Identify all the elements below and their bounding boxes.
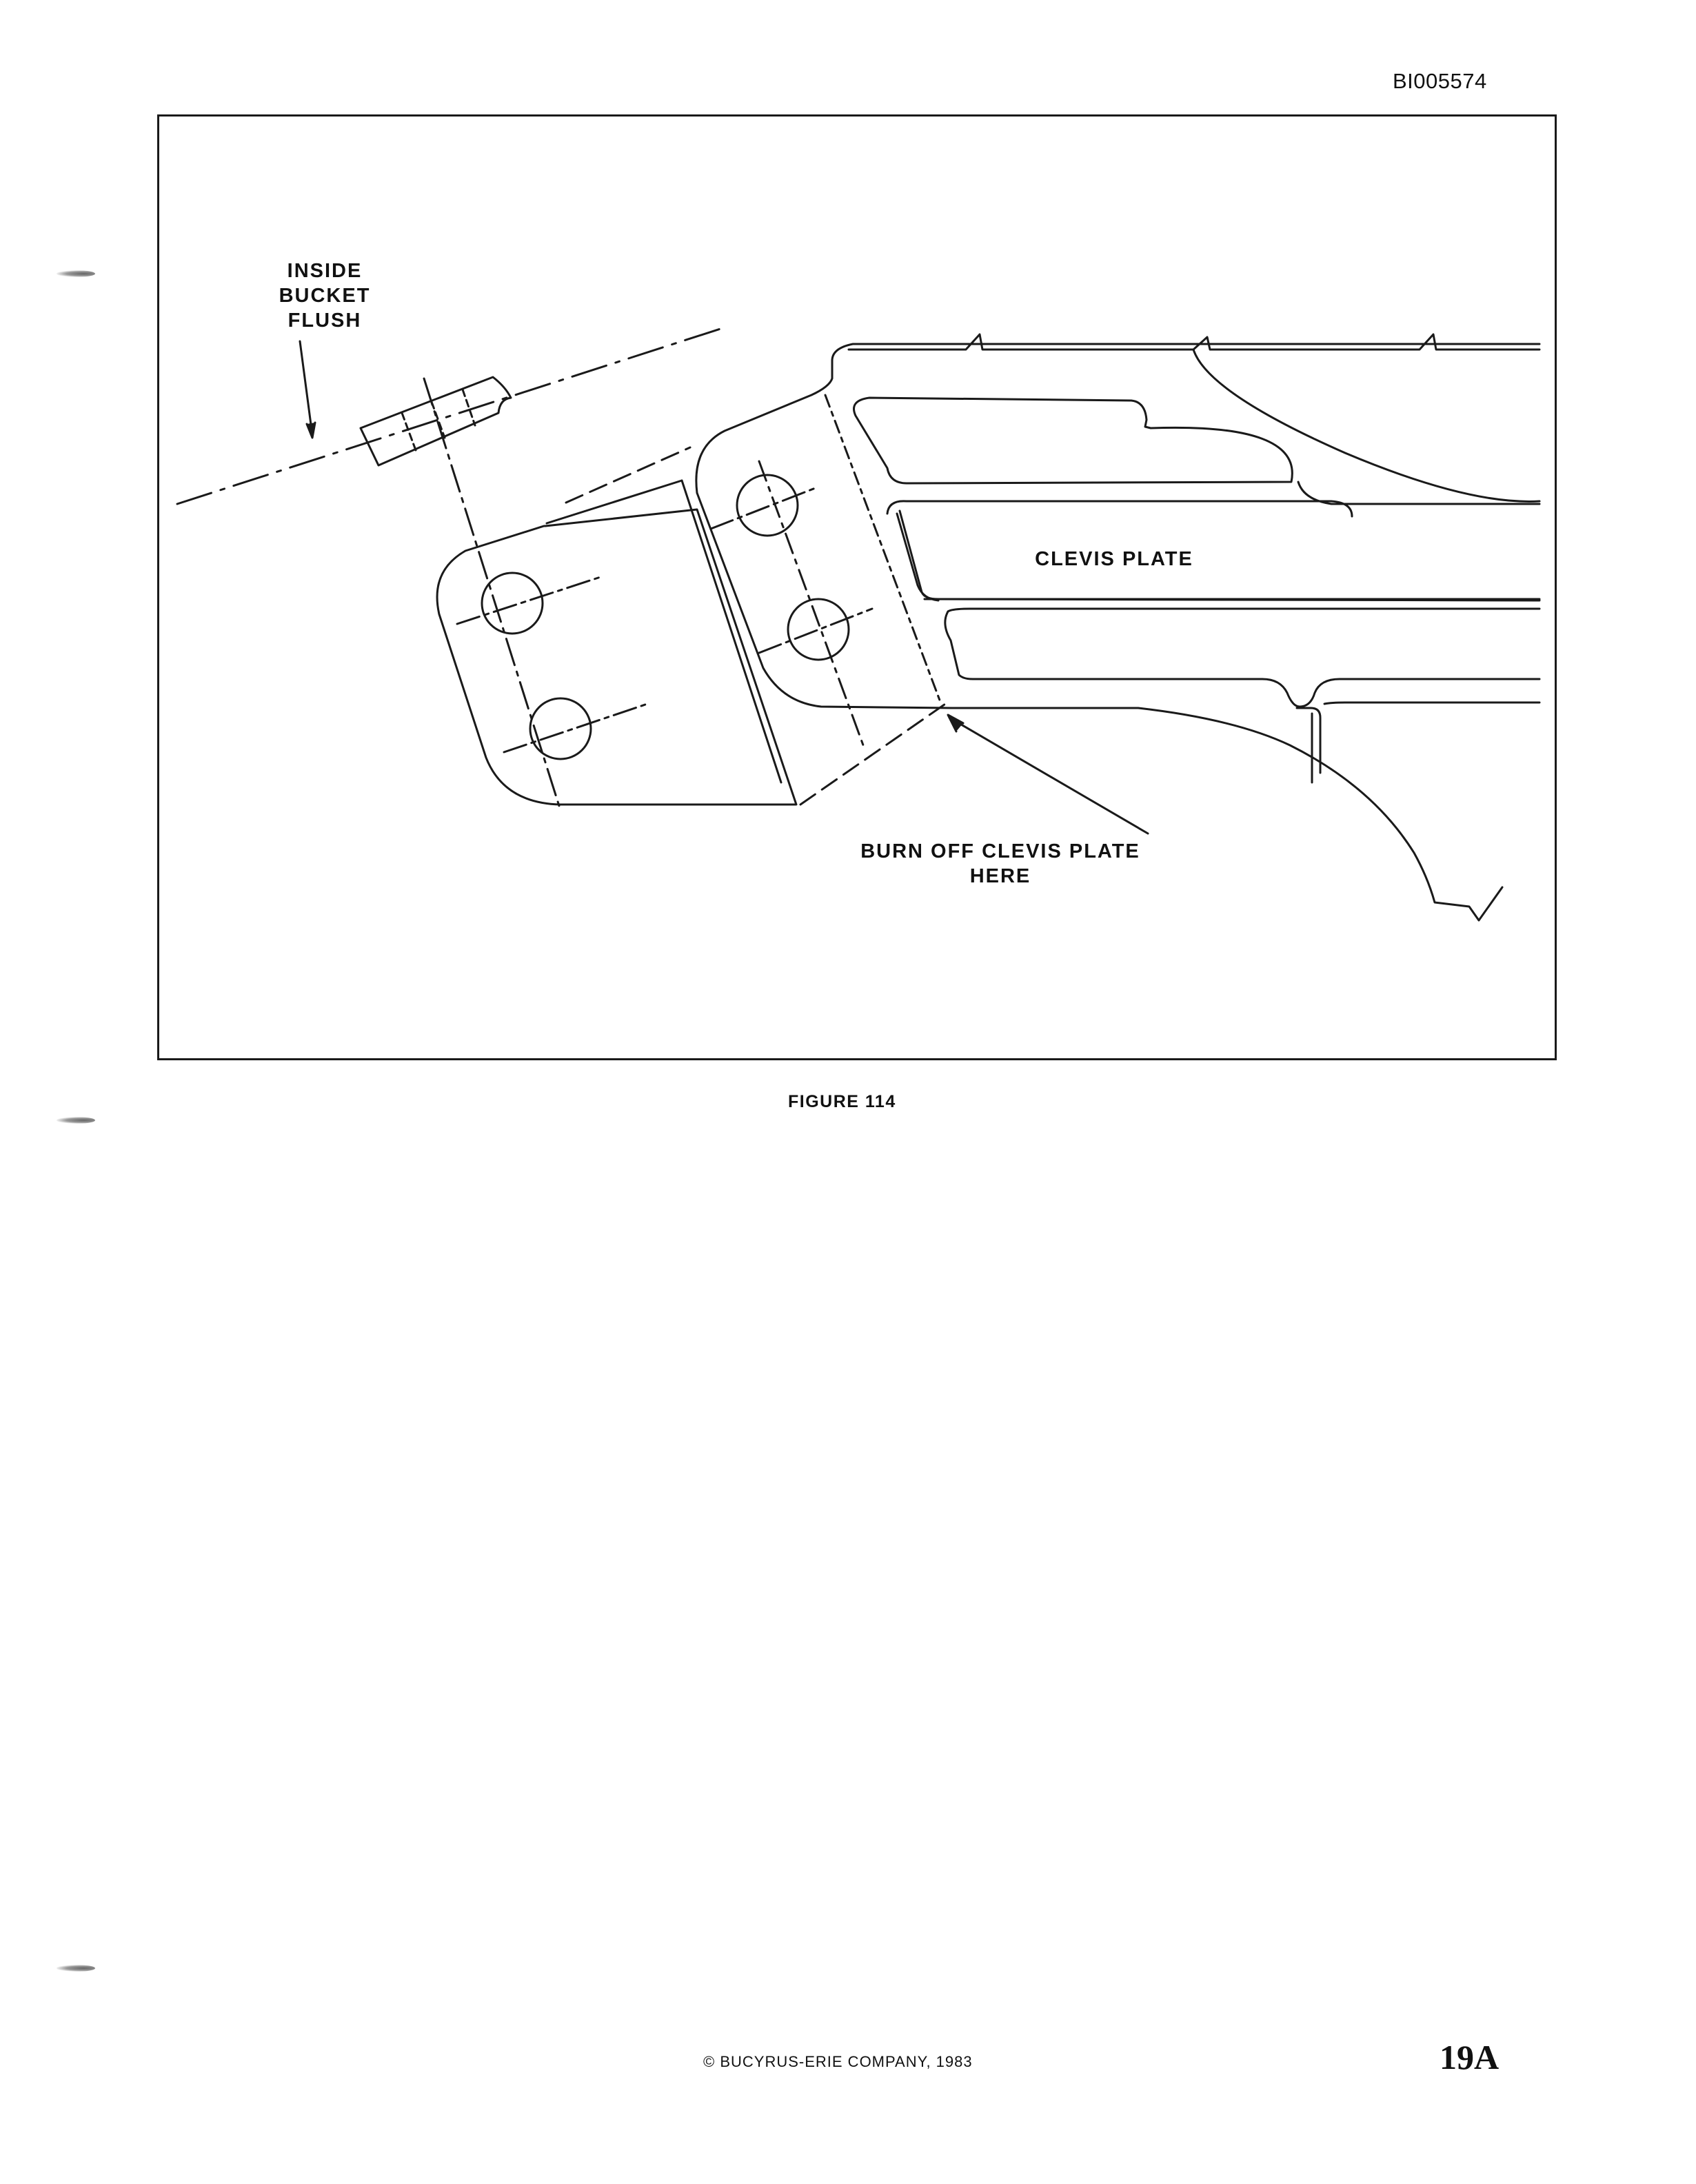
bolt-hole [481, 572, 544, 635]
beam-top-edge [847, 333, 1541, 351]
punch-mark [57, 1965, 95, 1972]
clevis-plate-drawing [176, 326, 1541, 922]
inside-leader-line [299, 340, 314, 436]
bolt-hole [529, 697, 592, 760]
page-number: 19A [1440, 2038, 1500, 2076]
slot-upper [853, 396, 1293, 485]
slot-lower [944, 610, 1541, 708]
center-line [423, 377, 561, 807]
punch-mark [57, 1117, 95, 1124]
figure-frame: INSIDE BUCKET FLUSH CLEVIS PLATE BURN OF… [157, 114, 1557, 1060]
punch-mark [57, 270, 95, 277]
figure-caption: FIGURE 114 [788, 1092, 896, 1111]
clevis-plate-label: CLEVIS PLATE [1035, 548, 1193, 570]
burn-off-label: BURN OFF CLEVIS PLATE HERE [860, 840, 1140, 887]
bolt-hole [787, 598, 850, 661]
burn-off-line [824, 394, 942, 705]
inside-bucket-flush-label: INSIDE BUCKET FLUSH [279, 260, 371, 332]
copyright-notice: © BUCYRUS-ERIE COMPANY, 1983 [703, 2053, 973, 2070]
beam-lower-edge [949, 707, 1504, 922]
detached-clevis-plate [436, 508, 798, 806]
bolt-hole [736, 474, 799, 537]
burn-leader-line [948, 716, 1149, 835]
bucket-flush-line [176, 326, 726, 505]
document-id: BI005574 [1393, 69, 1487, 93]
bucket-plate-piece [359, 376, 512, 467]
